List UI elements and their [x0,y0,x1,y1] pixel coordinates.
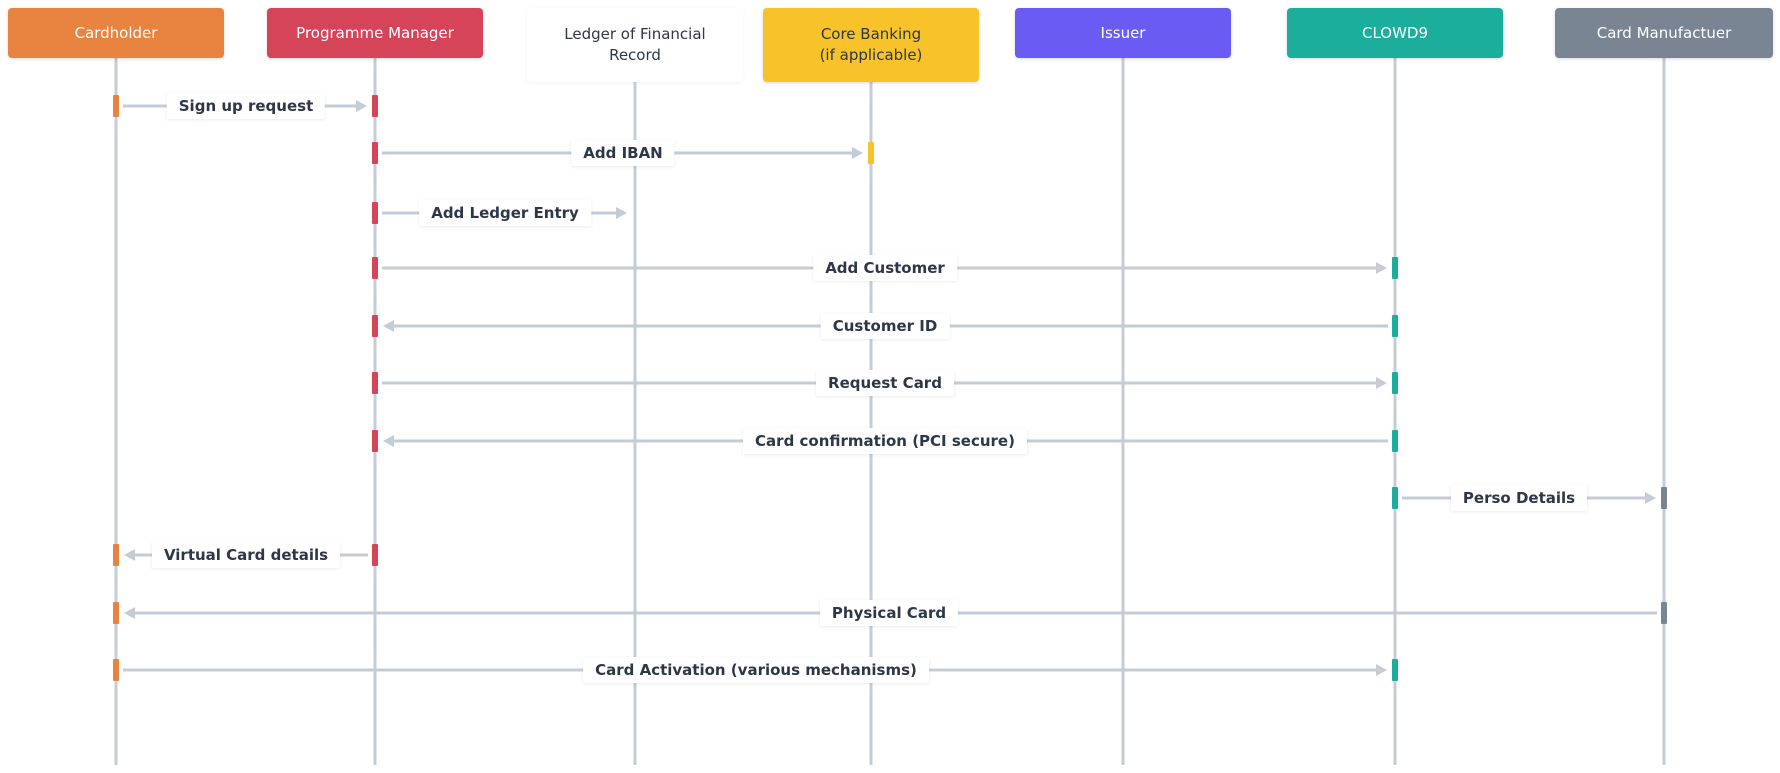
message-label: Sign up request [166,93,326,119]
arrowhead-icon [124,549,135,561]
actor-ledger: Ledger of Financial Record [527,8,743,82]
arrowhead-icon [356,100,367,112]
arrowhead-icon [383,320,394,332]
actor-issuer: Issuer [1015,8,1231,58]
activation-bar [113,95,119,117]
activation-bar [1661,487,1667,509]
activation-bar [113,544,119,566]
message-label: Customer ID [820,313,950,339]
actor-manufacturer: Card Manufactuer [1555,8,1773,58]
activation-bar [372,315,378,337]
activation-bar [372,544,378,566]
message-label: Perso Details [1450,485,1588,511]
message-label: Add Ledger Entry [419,200,591,226]
activation-bar [372,430,378,452]
activation-bar [1661,602,1667,624]
activation-bar [372,202,378,224]
message-label: Card confirmation (PCI secure) [743,428,1027,454]
actor-clowd9: CLOWD9 [1287,8,1503,58]
activation-bar [372,372,378,394]
activation-bar [1392,372,1398,394]
activation-bar [868,142,874,164]
arrowhead-icon [616,207,627,219]
activation-bar [372,257,378,279]
activation-bar [113,659,119,681]
activation-bar [1392,659,1398,681]
arrowhead-icon [1645,492,1656,504]
message-label: Virtual Card details [151,542,341,568]
arrowhead-icon [1376,377,1387,389]
activation-bar [1392,430,1398,452]
activation-bar [372,142,378,164]
message-label: Request Card [816,370,954,396]
activation-bar [1392,487,1398,509]
activation-bar [372,95,378,117]
actor-cardholder: Cardholder [8,8,224,58]
arrowhead-icon [1376,664,1387,676]
arrowhead-icon [383,435,394,447]
arrowhead-icon [1376,262,1387,274]
activation-bar [113,602,119,624]
message-label: Add Customer [813,255,957,281]
message-label: Card Activation (various mechanisms) [583,657,929,683]
activation-bar [1392,315,1398,337]
actor-core: Core Banking (if applicable) [763,8,979,82]
activation-bar [1392,257,1398,279]
message-label: Add IBAN [571,140,675,166]
arrowhead-icon [124,607,135,619]
message-label: Physical Card [819,600,959,626]
arrowhead-icon [852,147,863,159]
actor-pm: Programme Manager [267,8,483,58]
